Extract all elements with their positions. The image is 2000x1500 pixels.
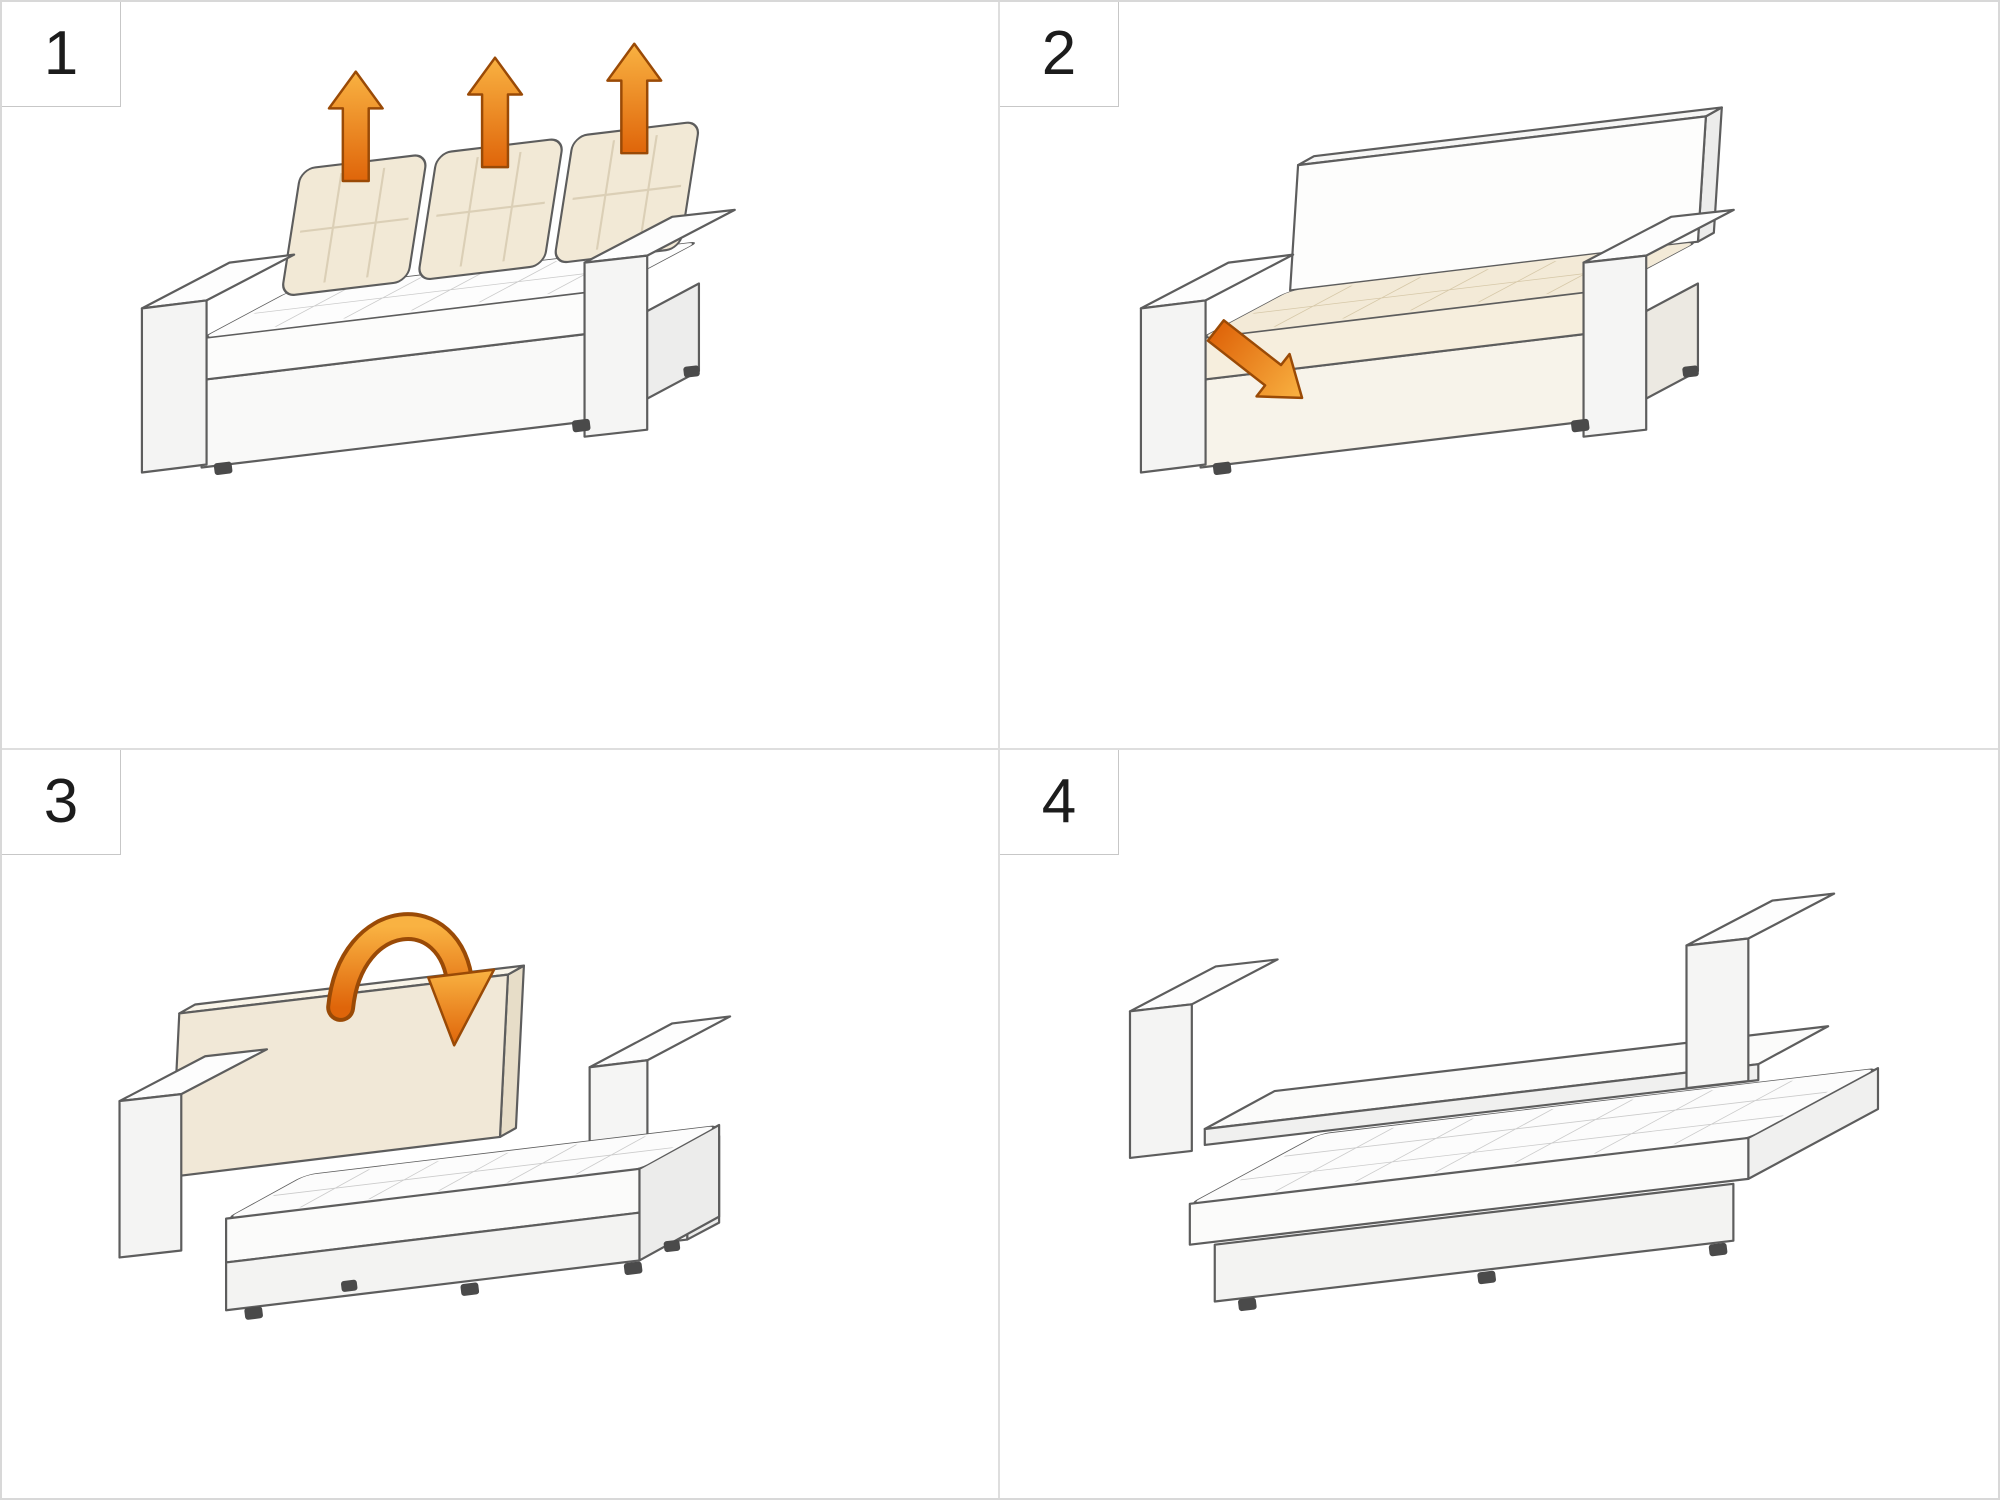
armrest-right [1685,892,1836,1090]
armrest-left [1128,958,1279,1160]
armrest-right [583,208,736,438]
backrest-panel [1289,106,1723,292]
armrest-right [1582,208,1735,438]
sofa-feet [1238,1242,1728,1312]
step-panel-4: 4 [1000,750,1998,1498]
back-cushion [418,138,563,281]
step-number-box: 1 [2,2,121,107]
step-panel-3: 3 [2,750,1000,1498]
step-number: 2 [1041,19,1077,88]
step-panel-2: 2 [1000,2,1998,750]
step-number: 4 [1041,767,1077,836]
pulled-out-seat [225,1123,721,1312]
arrow-fold-over-icon [326,912,496,1047]
sofa-feet [244,1239,681,1320]
armrest-left [118,1048,269,1259]
step-3-illustration [118,912,732,1320]
folded-backrest-platform [1203,1025,1830,1147]
armrest-left [140,253,296,474]
sofa-feet [213,365,700,476]
seat-cushion-beige [1199,242,1694,382]
bed-surface [1188,1067,1880,1303]
step-number-box: 3 [2,750,121,855]
armrest-left [1139,253,1295,474]
step-number: 3 [43,767,79,836]
step-number-box: 2 [1000,2,1119,107]
sofa-feet [1212,365,1699,476]
step-4-illustration [1128,892,1880,1312]
step-number: 1 [43,19,79,88]
step-2-illustration [1139,106,1735,476]
step-panel-1: 1 [2,2,1000,750]
step-1-illustration [140,42,736,476]
step-number-box: 4 [1000,750,1119,855]
